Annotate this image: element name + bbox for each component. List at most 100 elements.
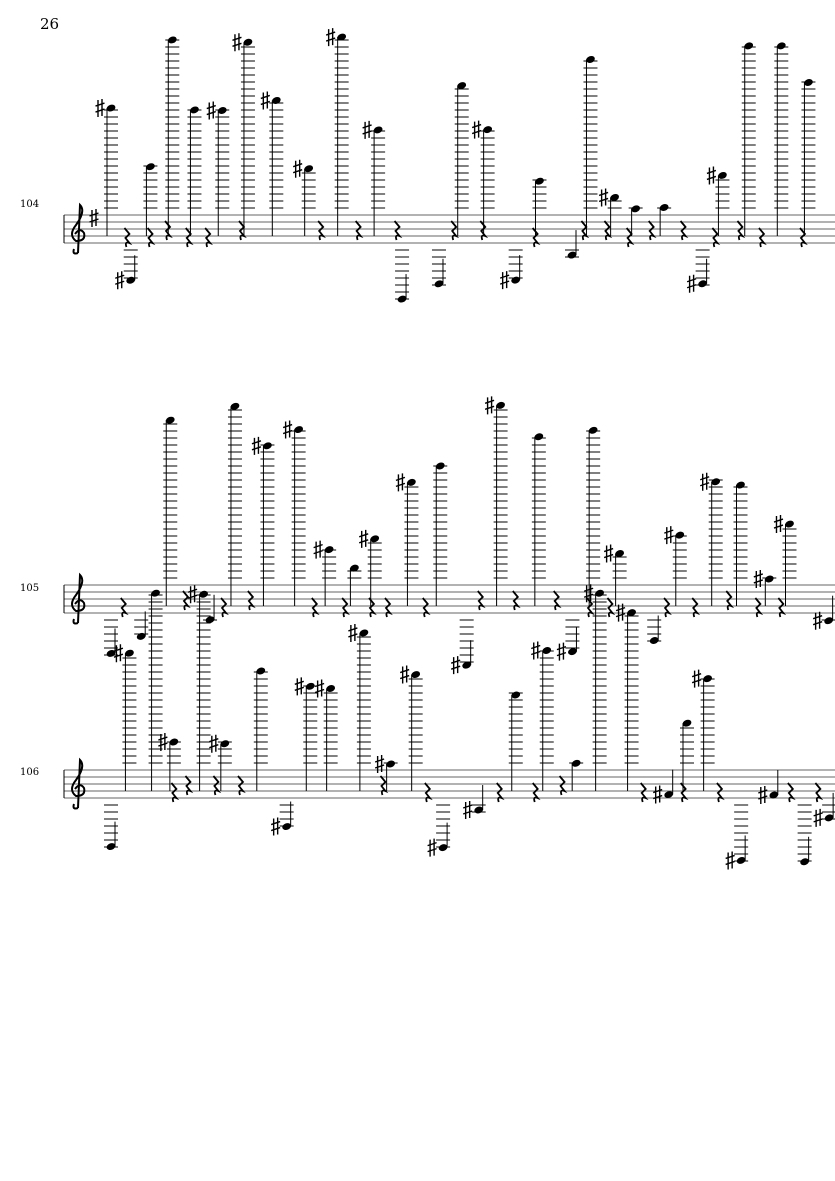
- notehead: [256, 667, 266, 675]
- notehead: [199, 590, 208, 598]
- notehead: [496, 401, 505, 409]
- notehead: [649, 637, 659, 644]
- notehead: [571, 759, 581, 767]
- notehead: [326, 685, 336, 692]
- sharp-icon: [531, 641, 541, 660]
- notehead: [627, 609, 636, 617]
- sharp-icon: [374, 754, 385, 773]
- rest-icon: [586, 597, 595, 618]
- notehead: [664, 791, 674, 799]
- rest-icon: [603, 220, 613, 241]
- notehead: [586, 56, 595, 63]
- sharp-icon: [686, 274, 697, 293]
- rest-icon: [368, 597, 377, 618]
- sharp-icon: [209, 734, 219, 753]
- notehead: [736, 856, 746, 864]
- notehead: [438, 844, 448, 852]
- notehead: [305, 682, 315, 690]
- notehead: [610, 194, 619, 201]
- notehead: [568, 648, 577, 656]
- rest-icon: [220, 597, 229, 618]
- rest-icon: [422, 597, 431, 618]
- sharp-icon: [270, 817, 281, 836]
- rest-icon: [185, 227, 194, 248]
- sharp-icon: [699, 472, 710, 491]
- rest-icon: [247, 590, 256, 611]
- rest-icon: [716, 782, 725, 803]
- sharp-icon: [499, 271, 510, 290]
- rest-icon: [754, 597, 764, 618]
- notehead: [165, 416, 175, 424]
- notehead: [151, 589, 160, 597]
- rest-icon: [123, 227, 133, 248]
- sharp-icon: [206, 101, 216, 120]
- notehead: [337, 33, 347, 41]
- notehead: [169, 738, 179, 746]
- sharp-icon: [362, 120, 372, 139]
- rest-icon: [184, 775, 194, 796]
- rest-icon: [496, 782, 505, 803]
- rest-icon: [532, 782, 541, 803]
- notehead: [190, 106, 199, 114]
- notehead: [359, 629, 369, 637]
- sharp-icon: [95, 99, 105, 118]
- rest-icon: [212, 775, 222, 796]
- rest-icon: [379, 775, 389, 796]
- sharp-icon: [598, 188, 609, 207]
- rest-icon: [311, 597, 320, 618]
- rest-icon: [787, 782, 796, 803]
- measure-number-106: 106: [20, 767, 40, 778]
- sharp-icon: [348, 623, 358, 642]
- rest-icon: [393, 220, 403, 241]
- notehead: [615, 550, 624, 557]
- sharp-icon: [158, 733, 168, 752]
- notehead: [511, 691, 521, 699]
- notehead: [698, 280, 707, 288]
- rest-icon: [237, 775, 246, 796]
- notehead: [435, 462, 445, 470]
- sharp-icon: [706, 166, 717, 185]
- notehead: [675, 531, 685, 539]
- measure-number-105: 105: [20, 583, 40, 594]
- rest-icon: [725, 590, 735, 611]
- rest-icon: [182, 590, 191, 611]
- notehead: [294, 426, 304, 434]
- notehead: [304, 165, 314, 173]
- rest-icon: [580, 220, 590, 241]
- notehead: [483, 126, 493, 134]
- notehead: [373, 126, 383, 134]
- notehead: [125, 649, 134, 657]
- sharp-icon: [556, 642, 567, 661]
- key-signature-sharp-icon: [89, 209, 99, 227]
- sharp-icon: [294, 677, 305, 696]
- notehead: [370, 535, 380, 543]
- notehead: [230, 402, 240, 410]
- notehead: [126, 276, 136, 284]
- sharp-icon: [399, 665, 410, 684]
- notehead: [457, 82, 467, 90]
- rest-icon: [531, 227, 541, 248]
- notehead: [324, 546, 334, 554]
- rest-icon: [625, 227, 635, 248]
- notehead: [769, 791, 779, 799]
- rest-icon: [799, 227, 808, 248]
- rest-icon: [384, 597, 393, 618]
- notehead: [474, 806, 484, 814]
- notehead: [106, 649, 116, 657]
- notehead: [434, 280, 444, 288]
- sharp-icon: [773, 515, 784, 534]
- sharp-icon: [115, 271, 125, 290]
- rest-icon: [512, 590, 521, 611]
- notehead: [824, 617, 834, 625]
- notehead: [106, 843, 116, 851]
- notehead: [744, 42, 754, 50]
- sharp-icon: [812, 611, 823, 630]
- rest-icon: [354, 220, 364, 241]
- notehead: [736, 481, 745, 489]
- sharp-icon: [691, 669, 702, 688]
- page-number: 26: [40, 15, 60, 33]
- rest-icon: [640, 782, 649, 803]
- notehead: [386, 760, 396, 768]
- rest-icon: [679, 782, 689, 803]
- sharp-icon: [725, 851, 735, 870]
